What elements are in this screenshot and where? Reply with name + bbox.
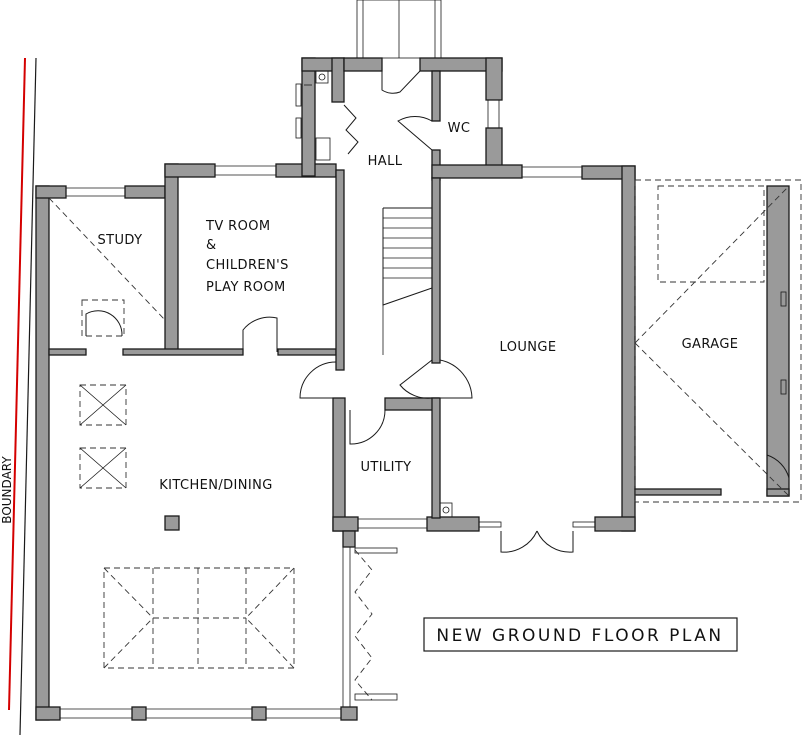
windows (60, 83, 582, 719)
room-label-tv-room-line3: CHILDREN'S (206, 258, 289, 273)
tv-room-door (242, 316, 278, 352)
walls (35, 57, 790, 721)
room-label-utility: UTILITY (360, 460, 411, 475)
room-label-wc: WC (448, 121, 471, 136)
plan-title: NEW GROUND FLOOR PLAN (436, 626, 723, 646)
boundary-lines (8, 57, 37, 736)
room-label-garage: GARAGE (682, 337, 739, 352)
kitchen-features (79, 384, 398, 707)
plan-title-box: NEW GROUND FLOOR PLAN (423, 617, 738, 652)
utility-room (349, 409, 386, 445)
room-label-hall: HALL (368, 154, 403, 169)
room-label-lounge: LOUNGE (500, 340, 557, 355)
room-label-tv-room-line2: & (206, 238, 217, 253)
porch (356, 0, 442, 59)
hall-features (299, 70, 473, 399)
study-room (48, 197, 166, 337)
room-labels: STUDY TV ROOM & CHILDREN'S PLAY ROOM HAL… (98, 121, 739, 493)
room-label-study: STUDY (98, 233, 143, 248)
room-label-tv-room-line1: TV ROOM (205, 219, 270, 234)
boundary-label: BOUNDARY (0, 456, 14, 524)
room-label-tv-room-line4: PLAY ROOM (206, 280, 286, 295)
lounge-features (439, 502, 596, 553)
garage-room (634, 179, 802, 503)
room-label-kitchen: KITCHEN/DINING (159, 478, 273, 493)
